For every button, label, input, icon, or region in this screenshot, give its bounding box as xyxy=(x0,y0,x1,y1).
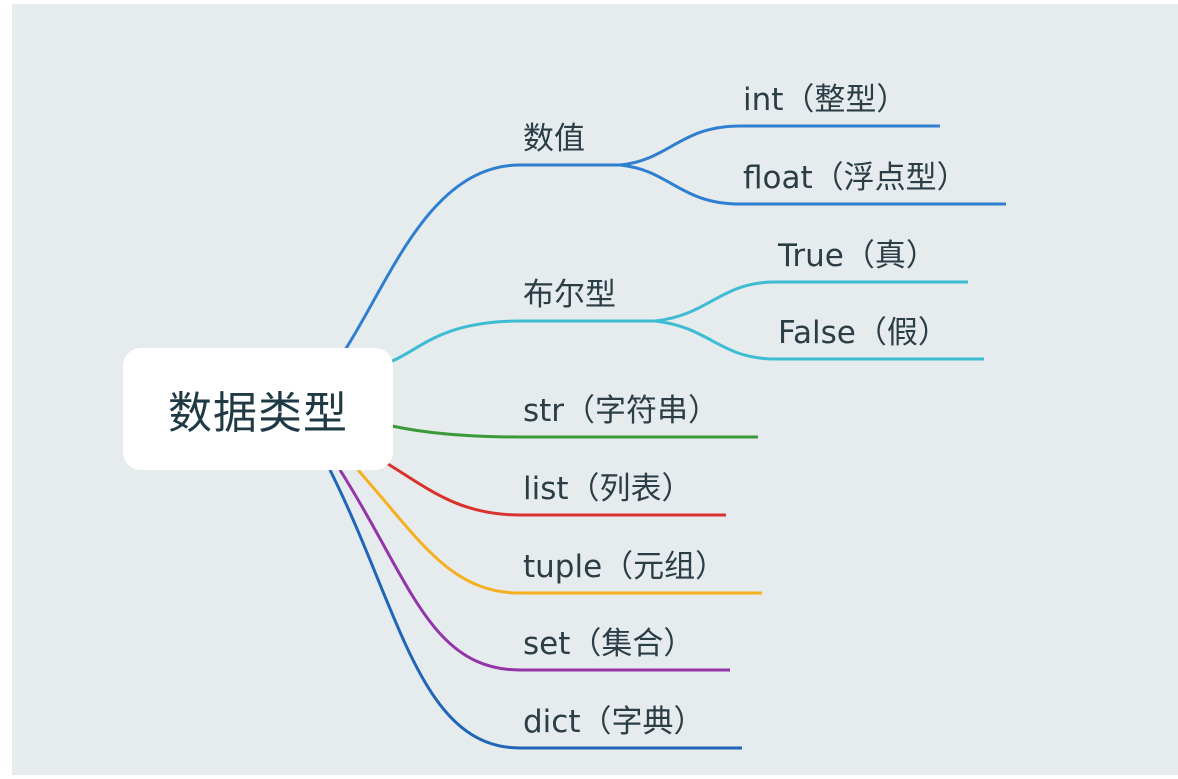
node-int[interactable]: int（整型） xyxy=(743,82,908,118)
node-bool[interactable]: 布尔型 xyxy=(523,277,616,313)
connector-root-set xyxy=(338,469,730,672)
connector-root-str xyxy=(391,424,758,439)
root-node-label: 数据类型 xyxy=(168,388,348,439)
connector-root-tuple xyxy=(356,469,762,595)
connector-numeric-float xyxy=(619,163,1006,206)
node-dict[interactable]: dict（字典） xyxy=(523,704,705,740)
connector-numeric-int xyxy=(619,124,940,167)
connector-bool-true xyxy=(654,280,968,323)
node-set[interactable]: set（集合） xyxy=(523,626,695,662)
connector-root-dict xyxy=(328,469,742,750)
node-true[interactable]: True（真） xyxy=(778,238,937,274)
root-node[interactable]: 数据类型 xyxy=(123,348,393,470)
node-false[interactable]: False（假） xyxy=(778,315,949,351)
node-str[interactable]: str（字符串） xyxy=(523,393,720,429)
node-tuple[interactable]: tuple（元组） xyxy=(523,549,727,585)
connector-root-list xyxy=(387,462,726,517)
connector-bool-false xyxy=(654,319,984,361)
node-numeric[interactable]: 数值 xyxy=(523,121,585,157)
connector-root-bool xyxy=(389,319,665,364)
node-float[interactable]: float（浮点型） xyxy=(743,160,968,196)
connector-root-numeric xyxy=(343,163,630,351)
node-list[interactable]: list（列表） xyxy=(523,471,693,507)
